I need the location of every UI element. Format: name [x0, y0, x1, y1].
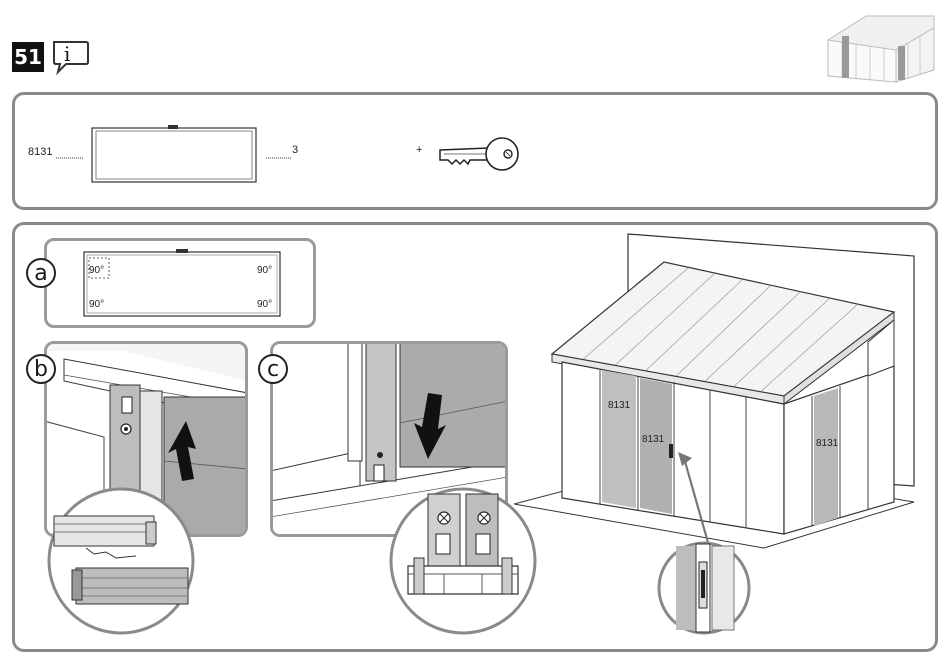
detail-c-label: c: [258, 354, 288, 384]
detail-a-label: a: [26, 258, 56, 288]
detail-a-panel: 90° 90° 90° 90°: [44, 238, 316, 328]
part-quantity-label: 3: [292, 144, 298, 156]
detail-b-zoom: [46, 486, 196, 636]
panel-label-center: 8131: [642, 434, 664, 445]
handle-zoom: [656, 540, 752, 636]
panel-label-left: 8131: [608, 400, 630, 411]
plus-sign: +: [416, 144, 422, 156]
panel-label-side: 8131: [816, 438, 838, 449]
angle-bottom-right: 90°: [257, 299, 272, 310]
angle-bottom-left: 90°: [89, 299, 104, 310]
detail-b-label: b: [26, 354, 56, 384]
angle-top-right: 90°: [257, 265, 272, 276]
angle-top-left: 90°: [89, 265, 104, 276]
key-icon: [436, 136, 522, 172]
